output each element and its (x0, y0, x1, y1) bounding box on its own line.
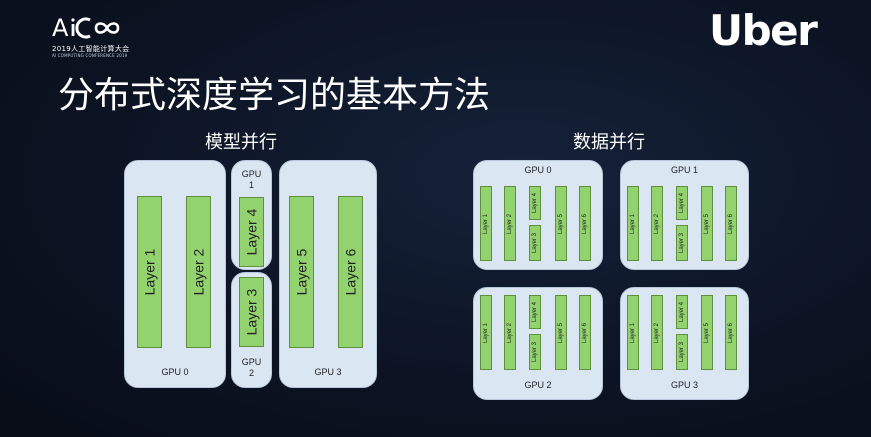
data-gpu2-layer-1: Layer 1 (480, 295, 492, 370)
data-gpu1-layer-2: Layer 2 (651, 186, 663, 261)
data-gpu3-layer-4: Layer 4 (676, 295, 688, 329)
data-gpu2-layer-6: Layer 6 (579, 295, 591, 370)
data-gpu1-layer-3: Layer 3 (676, 225, 688, 261)
data-gpu1-layer-5: Layer 5 (701, 186, 713, 261)
data-gpu1-label: GPU 1 (670, 165, 698, 175)
model-layer-3: Layer 3 (239, 277, 264, 347)
data-gpu2-layer-4: Layer 4 (529, 295, 541, 329)
model-gpu0-panel: Layer 1 Layer 2 GPU 0 (124, 160, 226, 388)
data-gpu0-layer-6: Layer 6 (579, 186, 591, 261)
data-gpu2-panel: Layer 1 Layer 2 Layer 4 Layer 3 Layer 5 … (473, 287, 603, 400)
aico-logo-subtext: AI COMPUTING CONFERENCE 2019 (52, 53, 128, 58)
data-gpu0-layer-2: Layer 2 (504, 186, 516, 261)
aico-logo: A (52, 14, 120, 40)
model-layer-2: Layer 2 (186, 196, 211, 348)
model-layer-6: Layer 6 (338, 196, 363, 348)
model-layer-4: Layer 4 (239, 197, 264, 267)
model-gpu3-panel: Layer 5 Layer 6 GPU 3 (279, 160, 377, 388)
data-gpu1-panel: GPU 1 Layer 1 Layer 2 Layer 4 Layer 3 La… (620, 160, 749, 270)
data-gpu3-layer-1: Layer 1 (627, 295, 639, 370)
data-gpu3-layer-6: Layer 6 (725, 295, 737, 370)
data-gpu1-layer-1: Layer 1 (627, 186, 639, 261)
data-gpu2-label: GPU 2 (524, 380, 552, 390)
data-gpu3-layer-2: Layer 2 (651, 295, 663, 370)
data-gpu0-panel: GPU 0 Layer 1 Layer 2 Layer 4 Layer 3 La… (473, 160, 603, 270)
data-gpu3-layer-3: Layer 3 (676, 334, 688, 370)
data-gpu0-layer-4: Layer 4 (529, 186, 541, 220)
data-gpu2-layer-5: Layer 5 (555, 295, 567, 370)
model-parallel-heading: 模型并行 (205, 132, 277, 153)
data-gpu3-layer-5: Layer 5 (701, 295, 713, 370)
data-gpu1-layer-6: Layer 6 (725, 186, 737, 261)
data-parallel-heading: 数据并行 (573, 132, 645, 153)
uber-logo: Uber (709, 6, 818, 55)
aico-logo-text: 2019人工智能计算大会 (52, 45, 130, 53)
data-gpu0-layer-5: Layer 5 (555, 186, 567, 261)
model-gpu3-label: GPU 3 (314, 367, 342, 377)
model-gpu0-label: GPU 0 (161, 367, 189, 377)
data-gpu0-layer-1: Layer 1 (480, 186, 492, 261)
data-gpu1-layer-4: Layer 4 (676, 186, 688, 220)
data-gpu3-label: GPU 3 (670, 380, 698, 390)
data-gpu0-layer-3: Layer 3 (529, 225, 541, 261)
model-layer-5: Layer 5 (289, 196, 314, 348)
svg-text:A: A (52, 14, 69, 40)
data-gpu2-layer-2: Layer 2 (504, 295, 516, 370)
data-gpu0-label: GPU 0 (524, 165, 552, 175)
data-gpu3-panel: Layer 1 Layer 2 Layer 4 Layer 3 Layer 5 … (620, 287, 749, 400)
slide-title: 分布式深度学习的基本方法 (58, 75, 491, 116)
data-gpu2-layer-3: Layer 3 (529, 334, 541, 370)
model-layer-1: Layer 1 (137, 196, 162, 348)
